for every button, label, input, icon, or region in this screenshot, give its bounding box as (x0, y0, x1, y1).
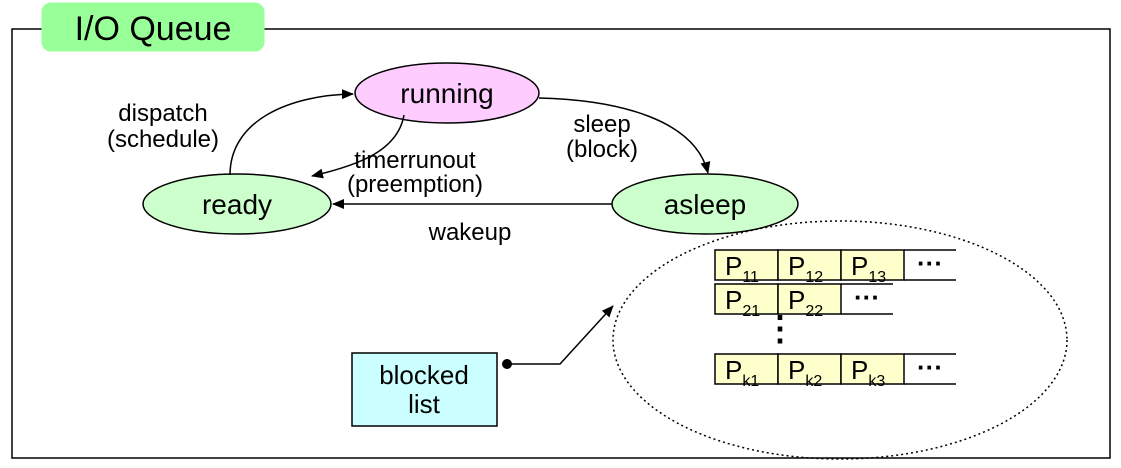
schedule-label: (schedule) (107, 126, 219, 153)
queue-group-ellipse (612, 220, 1068, 460)
blocked-list-box (351, 352, 498, 427)
queue-cell (840, 353, 905, 385)
running-state (354, 62, 540, 124)
queue-more-ellipsis: ··· (854, 282, 880, 312)
running-label: running (400, 78, 493, 109)
queue-cell (714, 353, 779, 385)
timerrunout-arrow (311, 114, 405, 179)
asleep-label: asleep (664, 189, 747, 220)
io-queue-frame (11, 28, 1111, 459)
preemption-label: (preemption) (347, 171, 483, 198)
timerrunout-label: timerrunout (354, 147, 476, 174)
queue-more-ellipsis: ··· (917, 248, 943, 278)
queue-vdots: ⋮ (763, 310, 797, 348)
queue-cell (777, 283, 842, 315)
queue-cell (777, 353, 842, 385)
queue-more-ellipsis: ··· (917, 352, 943, 382)
queue-cell (714, 249, 779, 281)
queue-cell (840, 249, 905, 281)
dispatch-arrow (229, 89, 354, 176)
title: I/O Queue (75, 10, 232, 48)
pointer-arrow (507, 305, 614, 365)
queue-cell (777, 249, 842, 281)
sleep-arrow (538, 97, 711, 174)
queue-cell (714, 283, 779, 315)
sleep-label: sleep (573, 111, 630, 138)
block-label: (block) (566, 136, 638, 163)
wakeup-label: wakeup (428, 219, 512, 246)
ready-state (142, 173, 332, 235)
title-tab (41, 2, 265, 52)
process-label: P11 (725, 251, 759, 286)
ready-label: ready (202, 189, 272, 220)
blocked-list-line1: blocked (379, 360, 469, 390)
dispatch-label: dispatch (118, 100, 207, 127)
blocked-list-line2: list (408, 389, 441, 419)
